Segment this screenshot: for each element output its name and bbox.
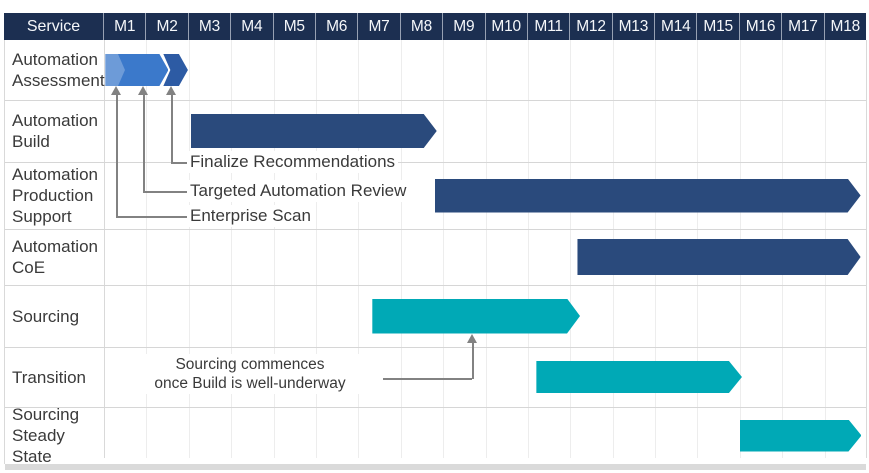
header-cell-m14: M14 bbox=[654, 13, 696, 40]
annotation-note: Sourcing commences once Build is well-und… bbox=[117, 354, 383, 394]
header-cell-m3: M3 bbox=[187, 13, 230, 40]
connector-line bbox=[472, 342, 474, 379]
connector-line bbox=[116, 216, 188, 218]
row-label: Sourcing bbox=[12, 306, 80, 326]
connector-line bbox=[354, 378, 472, 380]
grid-line-vertical bbox=[315, 40, 317, 458]
connector-line bbox=[116, 94, 118, 217]
header-cell-m8: M8 bbox=[399, 13, 442, 40]
header-cell-m15: M15 bbox=[696, 13, 738, 40]
connector-line bbox=[171, 94, 173, 163]
header-cell-m1: M1 bbox=[103, 13, 145, 40]
gantt-bar bbox=[536, 361, 742, 393]
grid-line-vertical bbox=[485, 40, 487, 458]
header-cell-service: Service bbox=[26, 17, 81, 35]
connector-line bbox=[143, 191, 188, 193]
annotation-label: Finalize Recommendations bbox=[187, 151, 399, 173]
annotation-note-line: once Build is well-underway bbox=[154, 375, 346, 392]
row-label: Sourcing Steady State bbox=[12, 405, 80, 466]
header-cell-m6: M6 bbox=[314, 13, 357, 40]
header-cell-m10: M10 bbox=[484, 13, 527, 40]
up-arrow-icon bbox=[467, 334, 477, 343]
row-label: Automation CoE bbox=[12, 237, 98, 277]
up-arrow-icon bbox=[138, 86, 148, 95]
row-label: Transition bbox=[12, 367, 87, 387]
header-cell-m9: M9 bbox=[442, 13, 484, 40]
grid-line-vertical bbox=[400, 40, 402, 458]
gantt-bar bbox=[118, 54, 168, 86]
grid-line-vertical bbox=[273, 40, 275, 458]
annotation-label: Enterprise Scan bbox=[187, 205, 314, 227]
row-label: Automation Assessment bbox=[12, 50, 105, 90]
gantt-bar bbox=[372, 299, 580, 334]
annotation-label: Targeted Automation Review bbox=[187, 180, 410, 202]
grid-line-horizontal bbox=[5, 407, 866, 408]
grid-line-horizontal bbox=[5, 229, 866, 230]
header-cell-m16: M16 bbox=[738, 13, 781, 40]
annotation-note-line: Sourcing commences bbox=[175, 356, 325, 373]
grid-line-vertical bbox=[570, 40, 572, 458]
gantt-bar bbox=[740, 420, 862, 452]
gantt-bar bbox=[191, 114, 437, 148]
grid-line-horizontal bbox=[5, 162, 866, 163]
grid-line-vertical bbox=[104, 40, 105, 458]
header-cell-m7: M7 bbox=[357, 13, 399, 40]
up-arrow-icon bbox=[111, 86, 121, 95]
header-cell-m17: M17 bbox=[781, 13, 823, 40]
grid-line-vertical bbox=[866, 40, 867, 458]
grid-line-vertical bbox=[146, 40, 148, 458]
bottom-border-strip bbox=[5, 464, 866, 470]
header-cell-m4: M4 bbox=[230, 13, 272, 40]
grid-line-vertical bbox=[188, 40, 190, 458]
grid-line-vertical bbox=[527, 40, 529, 458]
row-label: Automation Production Support bbox=[12, 165, 98, 226]
header-cell-m11: M11 bbox=[526, 13, 569, 40]
grid-line-horizontal bbox=[5, 285, 866, 286]
header-cell-m12: M12 bbox=[569, 13, 611, 40]
connector-line bbox=[143, 94, 145, 192]
gantt-bar bbox=[577, 239, 860, 275]
gantt-bar bbox=[435, 179, 861, 213]
up-arrow-icon bbox=[166, 86, 176, 95]
grid-line-vertical bbox=[231, 40, 233, 458]
row-label: Automation Build bbox=[12, 111, 98, 151]
grid-line-vertical bbox=[358, 40, 360, 458]
header-cell-m2: M2 bbox=[145, 13, 187, 40]
grid-line-vertical bbox=[443, 40, 445, 458]
connector-line bbox=[171, 162, 188, 164]
header-cell-m5: M5 bbox=[272, 13, 315, 40]
header-cell-m18: M18 bbox=[823, 13, 866, 40]
grid-line-horizontal bbox=[5, 347, 866, 348]
header-cell-m13: M13 bbox=[611, 13, 654, 40]
grid-line-horizontal bbox=[5, 100, 866, 101]
